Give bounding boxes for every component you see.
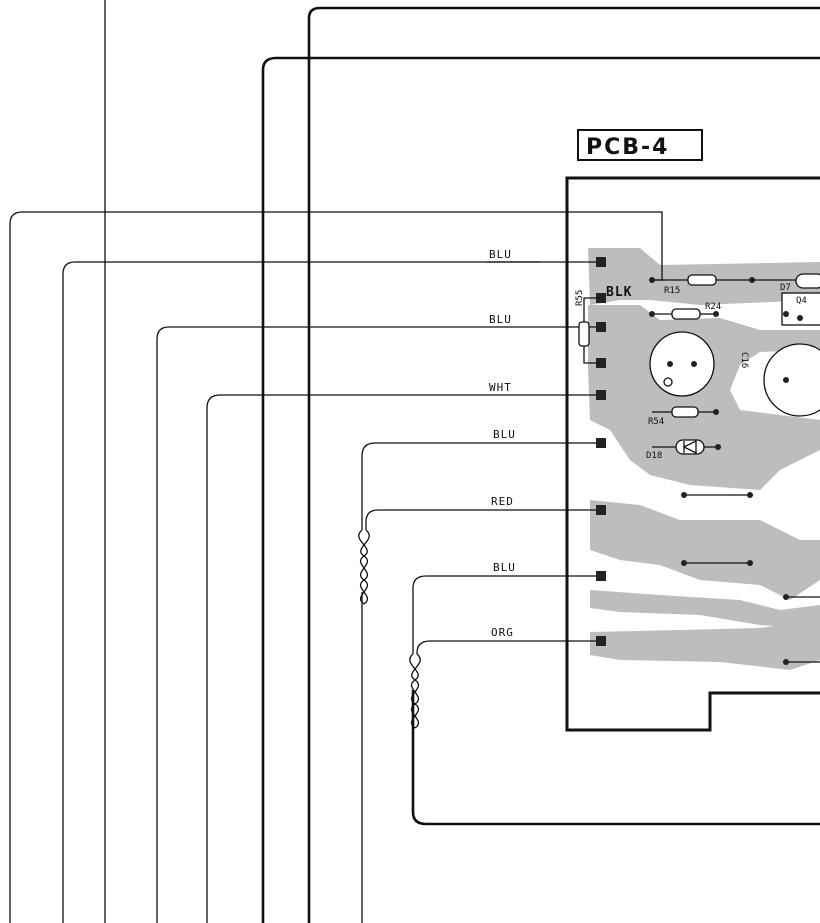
svg-text:Q4: Q4 bbox=[796, 296, 807, 306]
diode-d18: D18 bbox=[646, 439, 721, 461]
jumper-links bbox=[681, 492, 820, 665]
wire-org bbox=[416, 640, 600, 654]
svg-text:D7: D7 bbox=[780, 283, 791, 293]
twisted-pair-symbol bbox=[358, 529, 370, 605]
wire-label-org: ORG bbox=[491, 626, 514, 639]
svg-text:R54: R54 bbox=[648, 417, 664, 427]
pcb-outline bbox=[565, 176, 820, 732]
resistor-r24: R24 bbox=[649, 302, 721, 320]
svg-text:C16: C16 bbox=[739, 352, 749, 368]
connector-pads bbox=[596, 257, 606, 646]
pcb-title: PCB-4 bbox=[586, 135, 669, 160]
middle-loop-wire bbox=[261, 56, 820, 923]
transistor-q4: Q4 bbox=[781, 292, 820, 326]
svg-text:R55: R55 bbox=[575, 290, 585, 306]
wire-blu-3 bbox=[361, 442, 600, 923]
resistor-r54: R54 bbox=[648, 406, 719, 427]
twisted-pair-symbol bbox=[409, 653, 421, 729]
copper-traces bbox=[588, 248, 820, 670]
capacitor-partial bbox=[763, 343, 820, 417]
bottom-return-wire bbox=[411, 690, 820, 826]
wire-blu-1 bbox=[62, 261, 600, 923]
wire-label-blu-2: BLU bbox=[489, 313, 512, 326]
wire-red bbox=[365, 509, 600, 530]
wire-r15-loop bbox=[9, 211, 663, 923]
wire-label-blu-4: BLU bbox=[493, 561, 516, 574]
capacitor-c16: C16 bbox=[649, 331, 749, 397]
wire-label-blu-3: BLU bbox=[493, 428, 516, 441]
svg-text:R24: R24 bbox=[705, 302, 721, 312]
wire-label-wht: WHT bbox=[489, 381, 512, 394]
resistor-r55: R55 bbox=[575, 290, 600, 364]
diode-d7: D7 bbox=[752, 273, 820, 293]
outer-loop-wire bbox=[307, 6, 820, 923]
wire-label-red: RED bbox=[491, 495, 514, 508]
wire-label-blu-1: BLU bbox=[489, 248, 512, 261]
svg-text:D18: D18 bbox=[646, 451, 662, 461]
wire-blu-2 bbox=[156, 326, 600, 923]
pcb-title-box bbox=[577, 129, 703, 161]
resistor-r15: R15 bbox=[649, 274, 755, 296]
wire-label-blk: BLK bbox=[606, 285, 632, 300]
wire-wht bbox=[206, 394, 600, 923]
wire-blu-4 bbox=[412, 575, 600, 654]
svg-text:R15: R15 bbox=[664, 286, 680, 296]
